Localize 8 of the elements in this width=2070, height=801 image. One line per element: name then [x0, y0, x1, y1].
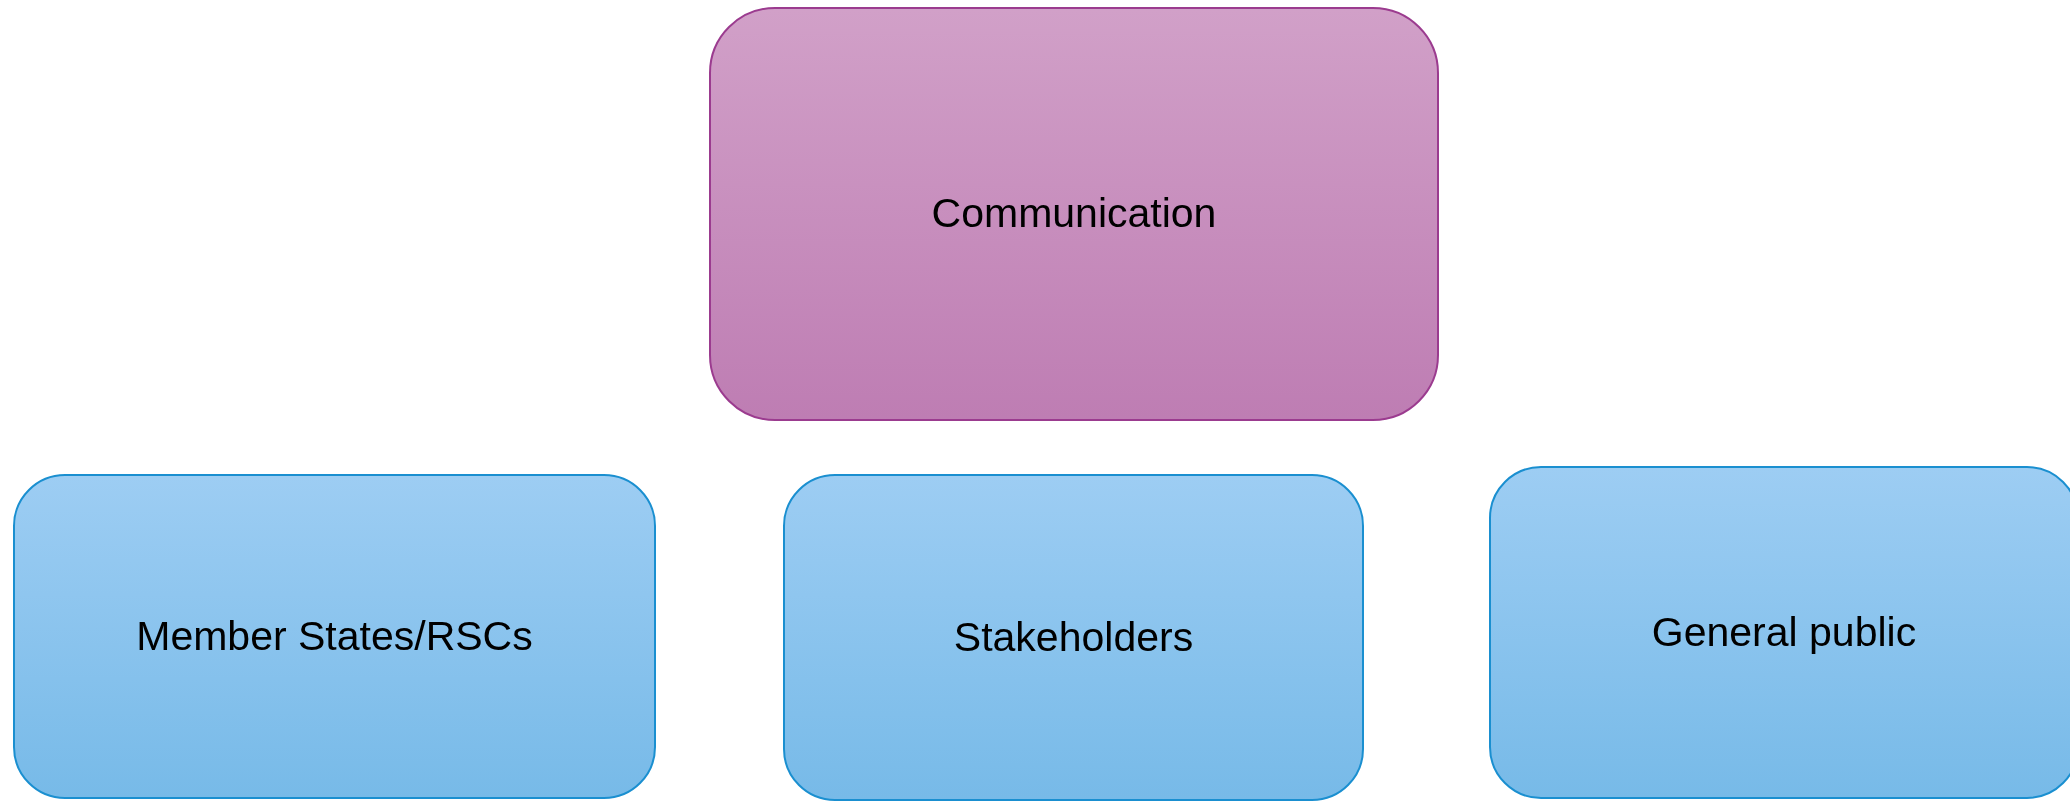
topic-box — [709, 7, 1439, 421]
box-label: Communication — [930, 189, 1218, 239]
box-label: General public — [1650, 607, 1918, 657]
box-label: Member States/RSCs — [135, 611, 534, 661]
audience-box — [1489, 466, 2070, 799]
audience-box — [783, 474, 1364, 801]
box-label: Stakeholders — [952, 612, 1195, 662]
audience-box — [13, 474, 656, 799]
